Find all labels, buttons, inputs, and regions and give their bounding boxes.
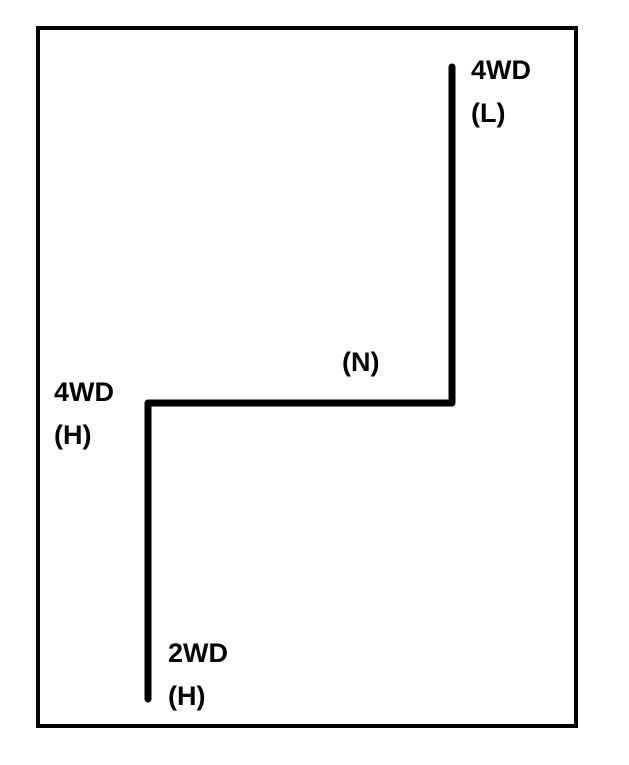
shift-gate-line <box>144 63 456 703</box>
position-label-neutral: (N) <box>342 341 379 384</box>
range-text: (H) <box>168 681 206 711</box>
range-text: (N) <box>342 347 380 377</box>
range-text: (L) <box>471 98 506 128</box>
position-label-4wd-low: 4WD (L) <box>471 49 531 135</box>
mode-text: 4WD <box>54 377 114 407</box>
range-text: (H) <box>54 420 92 450</box>
mode-text: 4WD <box>471 55 531 85</box>
position-label-2wd-high: 2WD (H) <box>168 632 228 718</box>
mode-text: 2WD <box>168 638 228 668</box>
position-label-4wd-high: 4WD (H) <box>54 371 114 457</box>
diagram-frame <box>36 26 578 728</box>
